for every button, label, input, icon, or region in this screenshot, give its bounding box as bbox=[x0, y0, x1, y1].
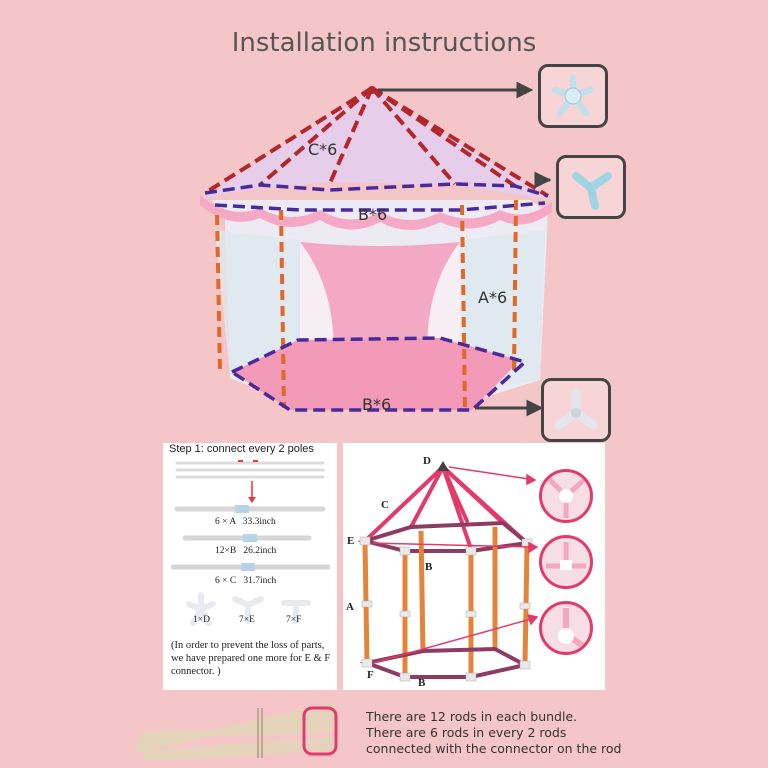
top-hub-connector-icon bbox=[552, 74, 594, 116]
rod-b-label: 12×B 26.2inch bbox=[215, 546, 277, 556]
connector-arrows bbox=[378, 81, 552, 417]
bundle-description: There are 12 rods in each bundle. There … bbox=[366, 709, 626, 757]
bundle-highlight bbox=[302, 706, 338, 756]
frame-diagram-panel: D C E B A F B bbox=[343, 443, 605, 690]
rod-a-label: 6 × A 33.3inch bbox=[215, 517, 276, 527]
letter-f: F bbox=[367, 669, 374, 681]
wall-poles-a bbox=[215, 199, 518, 409]
letter-d: D bbox=[423, 455, 431, 467]
spare-parts-note: (In order to prevent the loss of parts, … bbox=[171, 640, 331, 677]
zoom-circle-bottom-joint bbox=[539, 601, 593, 655]
rods-illustration bbox=[170, 460, 331, 571]
connector-box-middle bbox=[556, 155, 626, 219]
label-a-poles: A*6 bbox=[478, 288, 508, 307]
frame-diagram bbox=[357, 461, 539, 682]
rod-bundle-illustration bbox=[135, 703, 339, 760]
zoom-circle-middle-joint bbox=[539, 535, 593, 589]
rod-c-label: 6 × C 31.7inch bbox=[215, 576, 277, 586]
bundle-line-1: There are 12 rods in each bundle. bbox=[366, 709, 578, 724]
step-panel: Step 1: connect every 2 poles 6 × A 33.3… bbox=[163, 443, 337, 690]
e-connector-icon bbox=[232, 596, 264, 624]
part-d-label: 1×D bbox=[193, 615, 210, 625]
letter-c: C bbox=[381, 499, 389, 511]
label-b-bottom: B*6 bbox=[362, 395, 392, 414]
corner-connector-icon bbox=[554, 388, 598, 430]
bundle-line-2: There are 6 rods in every 2 rods bbox=[366, 725, 567, 740]
tent-floor bbox=[232, 338, 520, 410]
roof-poles-c bbox=[203, 86, 550, 198]
tent-roof bbox=[200, 88, 552, 200]
bundle-line-3: connected with the connector on the rod bbox=[366, 741, 622, 756]
f-connector-icon bbox=[281, 600, 311, 624]
tent-illustration bbox=[200, 81, 552, 417]
connector-box-top bbox=[538, 64, 608, 128]
top-ring-b bbox=[204, 182, 549, 212]
connector-parts bbox=[186, 592, 311, 626]
d-connector-icon bbox=[186, 592, 216, 626]
letter-e: E bbox=[347, 535, 355, 547]
label-b-top: B*6 bbox=[358, 205, 388, 224]
page-title: Installation instructions bbox=[231, 28, 537, 58]
label-c-poles: C*6 bbox=[308, 140, 338, 159]
letter-b-bottom: B bbox=[418, 677, 426, 689]
letter-b-middle: B bbox=[425, 561, 433, 573]
step-title: Step 1: connect every 2 poles bbox=[169, 443, 314, 455]
part-e-label: 7×E bbox=[239, 615, 255, 625]
letter-a: A bbox=[346, 601, 354, 613]
part-f-label: 7×F bbox=[286, 615, 302, 625]
three-way-connector-icon bbox=[572, 172, 612, 210]
zoom-circle-top-hub bbox=[539, 469, 593, 523]
bottom-ring-b bbox=[228, 336, 529, 412]
connector-box-bottom bbox=[541, 378, 611, 442]
